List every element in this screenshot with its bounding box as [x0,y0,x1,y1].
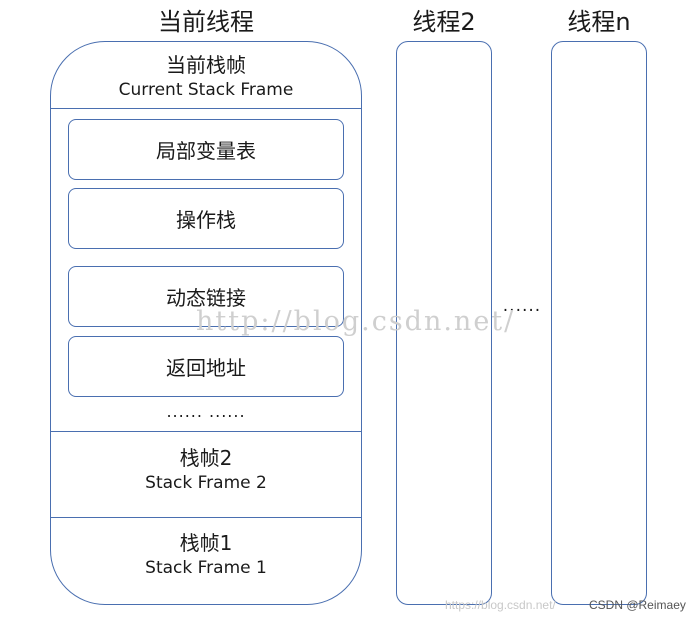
operand-stack-label: 操作栈 [176,208,236,232]
current-frame-cn: 当前栈帧 [166,53,246,77]
divider-current-frame [51,108,361,109]
thread-2-title: 线程2 [412,8,476,36]
frame-ellipsis: ...... ...... [166,402,246,421]
current-frame-en: Current Stack Frame [118,80,294,100]
center-watermark: http://blog.csdn.net/ [196,306,516,337]
divider-frame-2 [51,431,361,432]
stack-frame-1: 栈帧1 Stack Frame 1 [51,530,361,580]
stack-frame-2-cn: 栈帧2 [179,446,233,470]
stack-frame-1-en: Stack Frame 1 [145,558,267,578]
divider-frame-1 [51,517,361,518]
dynamic-linking-box: 动态链接 [68,266,344,327]
dynamic-linking-label: 动态链接 [166,286,246,310]
local-variable-table-box: 局部变量表 [68,119,344,180]
threads-ellipsis: ...... [502,296,542,316]
main-thread-stack: 当前栈帧 Current Stack Frame 局部变量表 操作栈 动态链接 … [50,41,362,605]
stack-frame-2: 栈帧2 Stack Frame 2 [51,445,361,495]
local-variable-table-label: 局部变量表 [156,139,256,163]
operand-stack-box: 操作栈 [68,188,344,249]
thread-2-stack [396,41,492,605]
current-stack-frame-label: 当前栈帧 Current Stack Frame [51,52,361,102]
stack-frame-2-en: Stack Frame 2 [145,473,267,493]
main-thread-title: 当前线程 [158,8,254,36]
return-address-label: 返回地址 [166,356,246,380]
return-address-box: 返回地址 [68,336,344,397]
thread-n-title: 线程n [567,8,631,36]
bottom-url-watermark: https://blog.csdn.net/ [445,598,556,612]
author-watermark: CSDN @Reimaey [589,598,686,612]
stack-frame-1-cn: 栈帧1 [179,531,233,555]
thread-n-stack [551,41,647,605]
